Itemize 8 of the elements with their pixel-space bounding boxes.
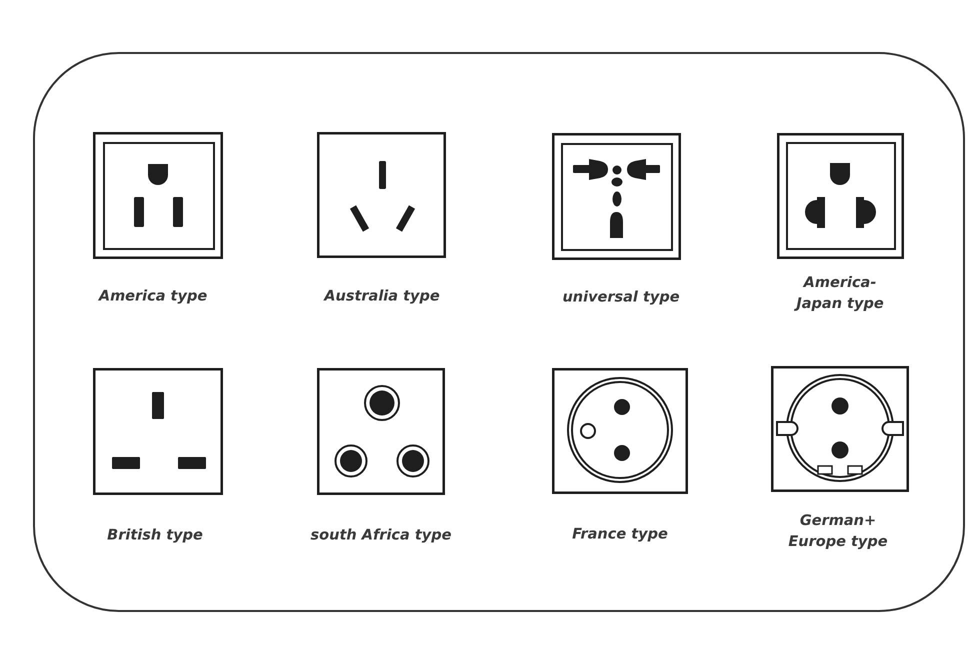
caption: universal type <box>562 288 680 308</box>
caption: France type <box>572 526 668 544</box>
caption: America- Japan type <box>793 274 885 314</box>
caption: Australia type <box>324 288 440 306</box>
caption: south Africa type <box>310 526 452 546</box>
caption: British type <box>107 526 203 546</box>
caption: German+ Europe type <box>787 512 889 552</box>
caption: America type <box>98 288 208 306</box>
